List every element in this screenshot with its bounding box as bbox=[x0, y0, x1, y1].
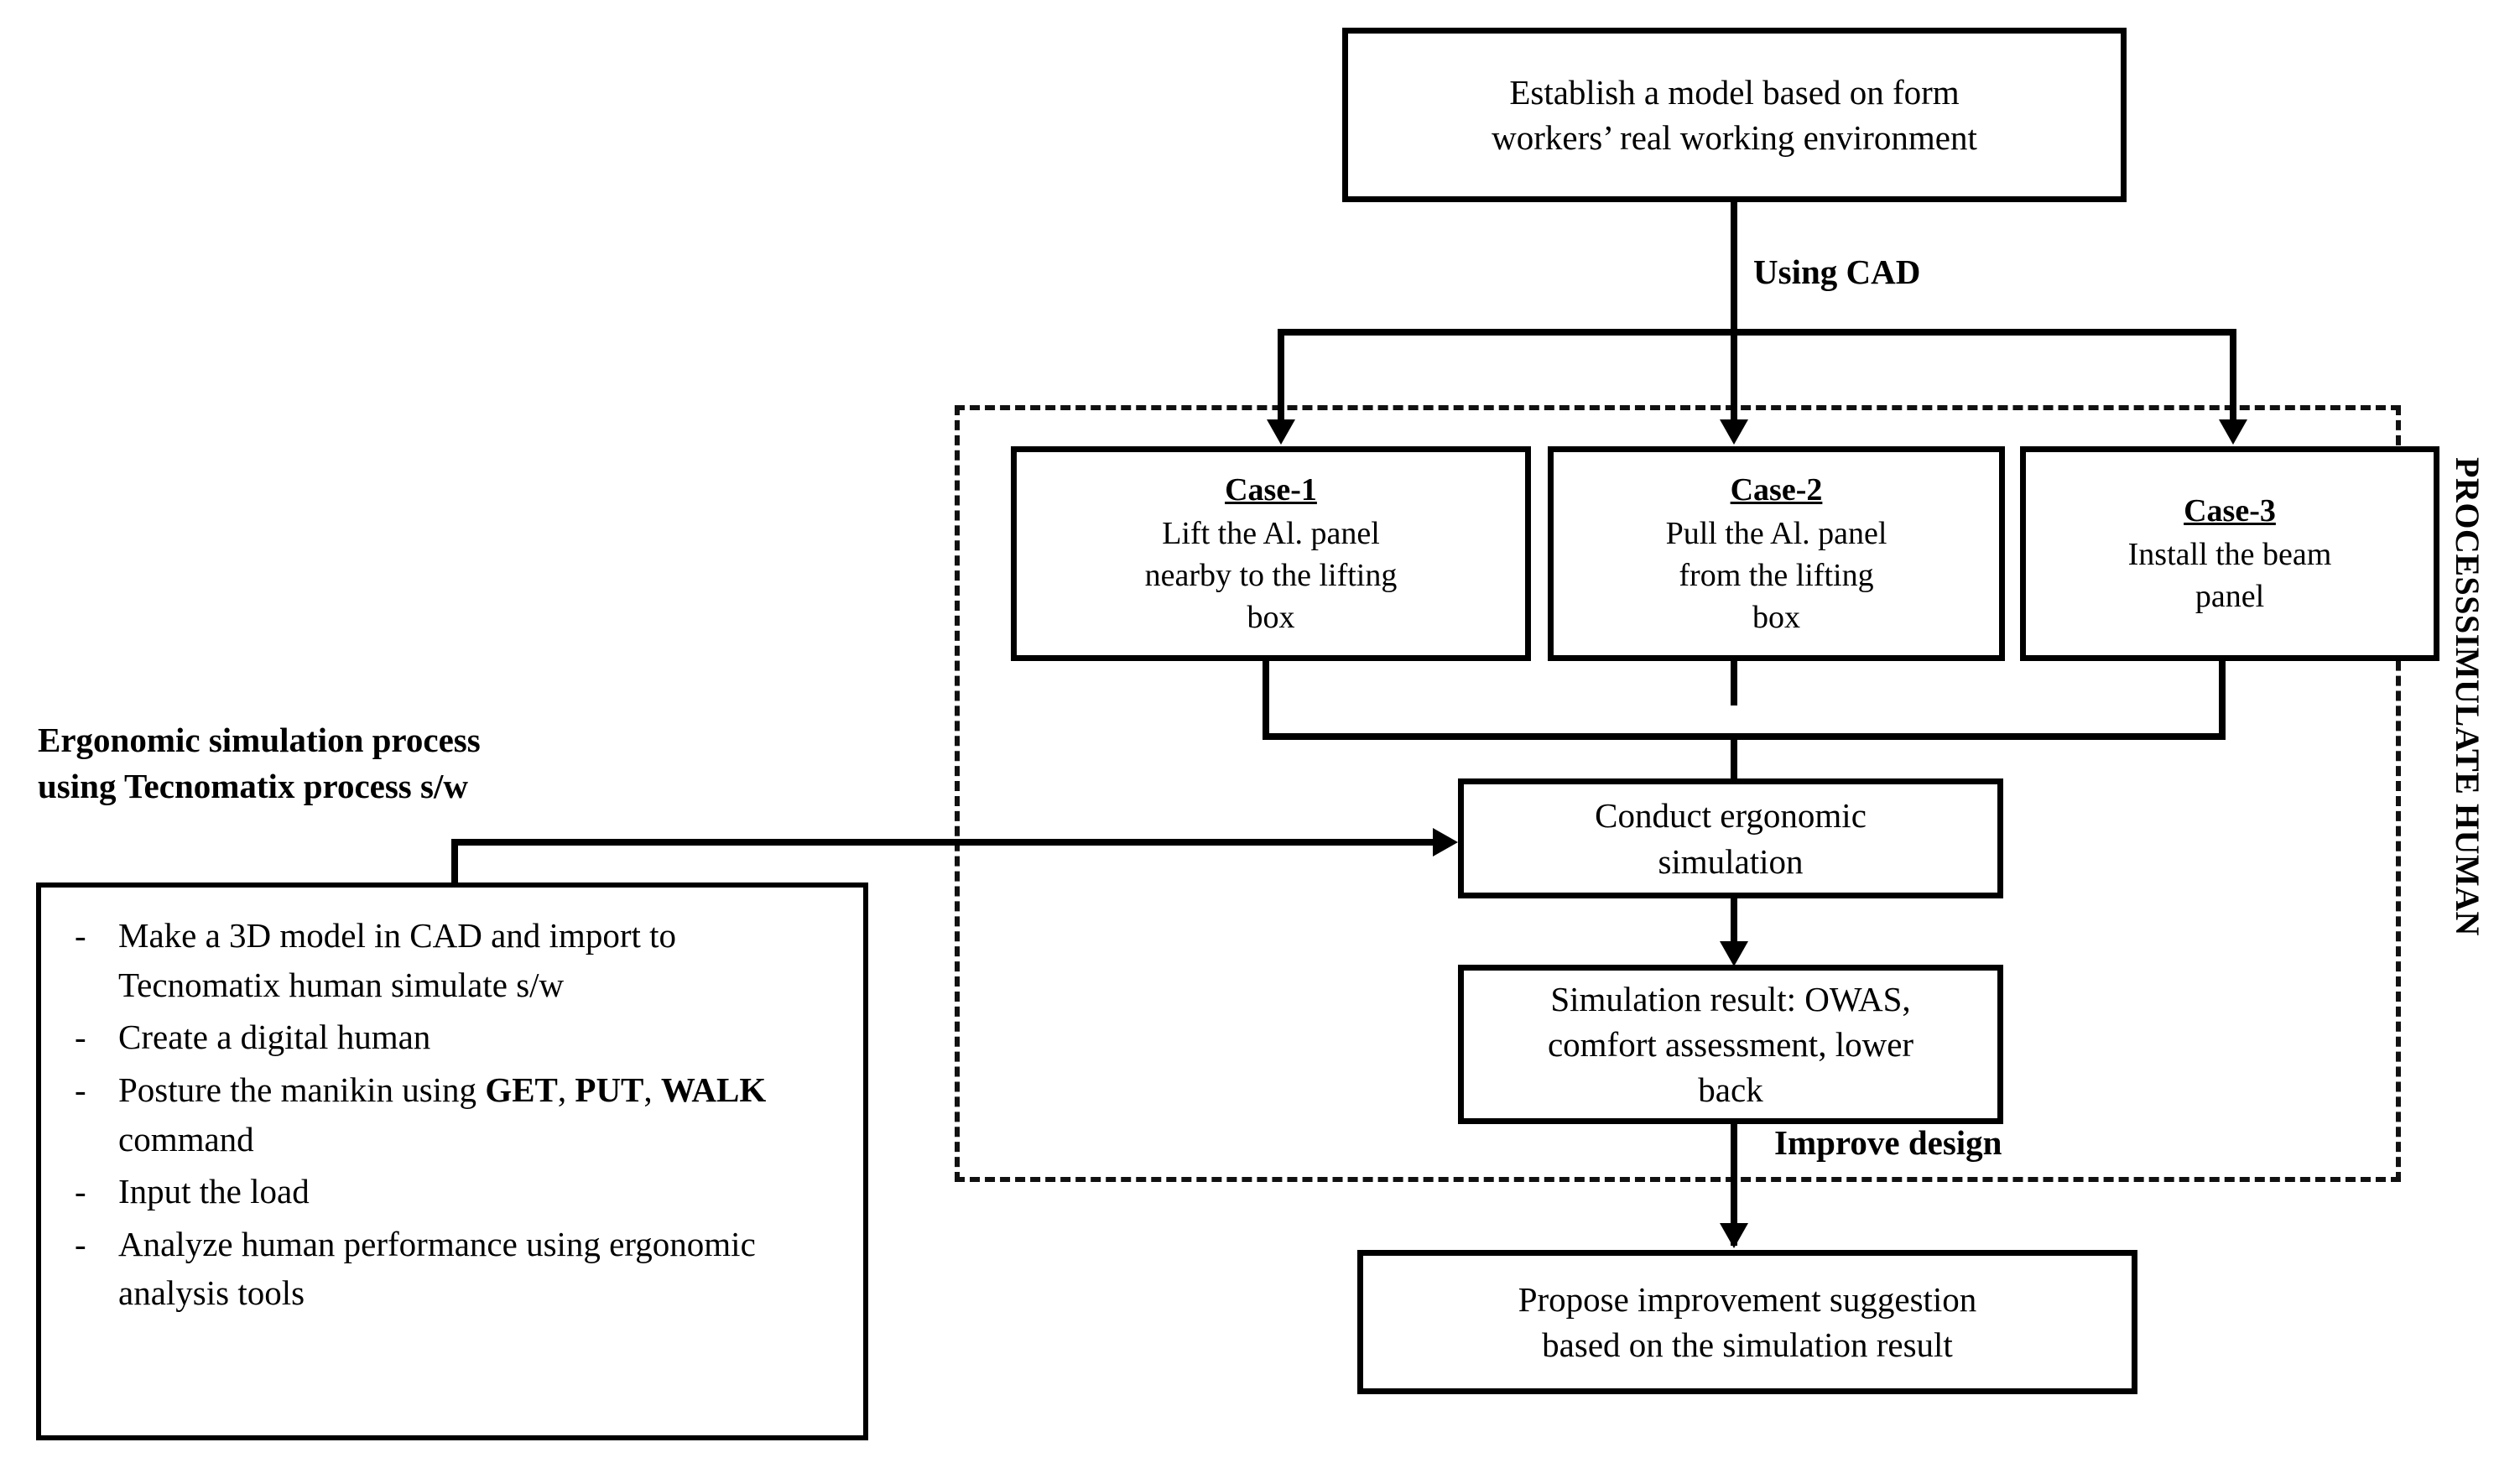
node-conduct-simulation-line2: simulation bbox=[1658, 841, 1804, 881]
connector-bullets-riser bbox=[451, 839, 458, 888]
node-case-2-line1: Pull the Al. panel bbox=[1665, 515, 1887, 551]
node-case-1[interactable]: Case-1 Lift the Al. panel nearby to the … bbox=[1011, 446, 1531, 661]
left-heading-line1: Ergonomic simulation process bbox=[38, 721, 481, 759]
edge-label-improve-design: Improve design bbox=[1774, 1123, 2002, 1162]
node-simulation-result-line3: back bbox=[1698, 1070, 1763, 1110]
node-case-1-line1: Lift the Al. panel bbox=[1162, 515, 1380, 551]
arrowhead-case1 bbox=[1267, 419, 1295, 445]
processsimulate-human-zone bbox=[955, 405, 2401, 1182]
node-conduct-simulation[interactable]: Conduct ergonomic simulation bbox=[1458, 778, 2003, 898]
node-case-1-line2: nearby to the lifting bbox=[1144, 558, 1398, 593]
connector-top-stem bbox=[1731, 202, 1737, 332]
node-propose-improvement-line2: based on the simulation result bbox=[1542, 1325, 1953, 1364]
node-case-2-line3: box bbox=[1752, 600, 1800, 636]
node-establish-model-line1: Establish a model based on form bbox=[1509, 72, 1960, 112]
node-establish-model[interactable]: Establish a model based on form workers’… bbox=[1342, 28, 2127, 202]
left-heading-line2: using Tecnomatix process s/w bbox=[38, 767, 468, 806]
node-propose-improvement-line1: Propose improvement suggestion bbox=[1518, 1279, 1977, 1319]
list-item: Input the load bbox=[63, 1167, 838, 1216]
node-case-2[interactable]: Case-2 Pull the Al. panel from the lifti… bbox=[1548, 446, 2005, 661]
connector-drop-case1 bbox=[1278, 329, 1284, 424]
node-case-1-line3: box bbox=[1247, 600, 1295, 636]
node-case-3-title: Case-3 bbox=[2184, 492, 2276, 528]
arrowhead-case2 bbox=[1720, 419, 1748, 445]
left-heading: Ergonomic simulation process using Tecno… bbox=[38, 717, 709, 810]
connector-up-case1-merge bbox=[1263, 659, 1269, 740]
node-case-3-line1: Install the beam bbox=[2127, 536, 2332, 572]
node-simulation-result-line2: comfort assessment, lower bbox=[1547, 1024, 1914, 1064]
node-case-2-title: Case-2 bbox=[1730, 471, 1823, 508]
connector-conduct-to-result bbox=[1731, 898, 1737, 949]
node-simulation-result-line1: Simulation result: OWAS, bbox=[1550, 979, 1911, 1018]
connector-drop-case2 bbox=[1731, 329, 1737, 424]
list-item: Posture the manikin using GET, PUT, WALK… bbox=[63, 1065, 838, 1164]
node-establish-model-line2: workers’ real working environment bbox=[1492, 118, 1977, 157]
ergonomic-steps-panel[interactable]: Make a 3D model in CAD and import to Tec… bbox=[36, 882, 868, 1440]
connector-up-case3-merge bbox=[2219, 659, 2226, 740]
arrowhead-bullets-to-conduct bbox=[1433, 828, 1458, 856]
connector-drop-case3 bbox=[2230, 329, 2236, 424]
connector-result-to-propose bbox=[1731, 1124, 1737, 1246]
node-case-2-line2: from the lifting bbox=[1679, 558, 1874, 593]
node-simulation-result[interactable]: Simulation result: OWAS, comfort assessm… bbox=[1458, 965, 2003, 1124]
list-item: Analyze human performance using ergonomi… bbox=[63, 1220, 838, 1318]
connector-case-merge-bar bbox=[1263, 733, 2226, 740]
edge-label-using-cad: Using CAD bbox=[1753, 253, 1921, 291]
arrowhead-case3 bbox=[2219, 419, 2247, 445]
list-item: Create a digital human bbox=[63, 1013, 838, 1062]
arrowhead-result bbox=[1720, 941, 1748, 966]
connector-bullets-to-conduct bbox=[451, 839, 1437, 846]
processsimulate-human-caption: PROCESSSIMULATE HUMAN bbox=[2449, 457, 2486, 936]
node-conduct-simulation-line1: Conduct ergonomic bbox=[1595, 796, 1867, 836]
arrowhead-propose bbox=[1720, 1223, 1748, 1248]
connector-up-case2-merge bbox=[1731, 659, 1737, 705]
node-propose-improvement[interactable]: Propose improvement suggestion based on … bbox=[1357, 1250, 2137, 1394]
node-case-1-title: Case-1 bbox=[1225, 471, 1317, 508]
node-case-3-line2: panel bbox=[2195, 579, 2265, 615]
ergonomic-steps-list: Make a 3D model in CAD and import to Tec… bbox=[41, 888, 863, 1330]
connector-merge-to-conduct bbox=[1731, 733, 1737, 794]
node-case-3[interactable]: Case-3 Install the beam panel bbox=[2020, 446, 2439, 661]
list-item: Make a 3D model in CAD and import to Tec… bbox=[63, 911, 838, 1009]
connector-case-distributor bbox=[1278, 329, 2236, 336]
